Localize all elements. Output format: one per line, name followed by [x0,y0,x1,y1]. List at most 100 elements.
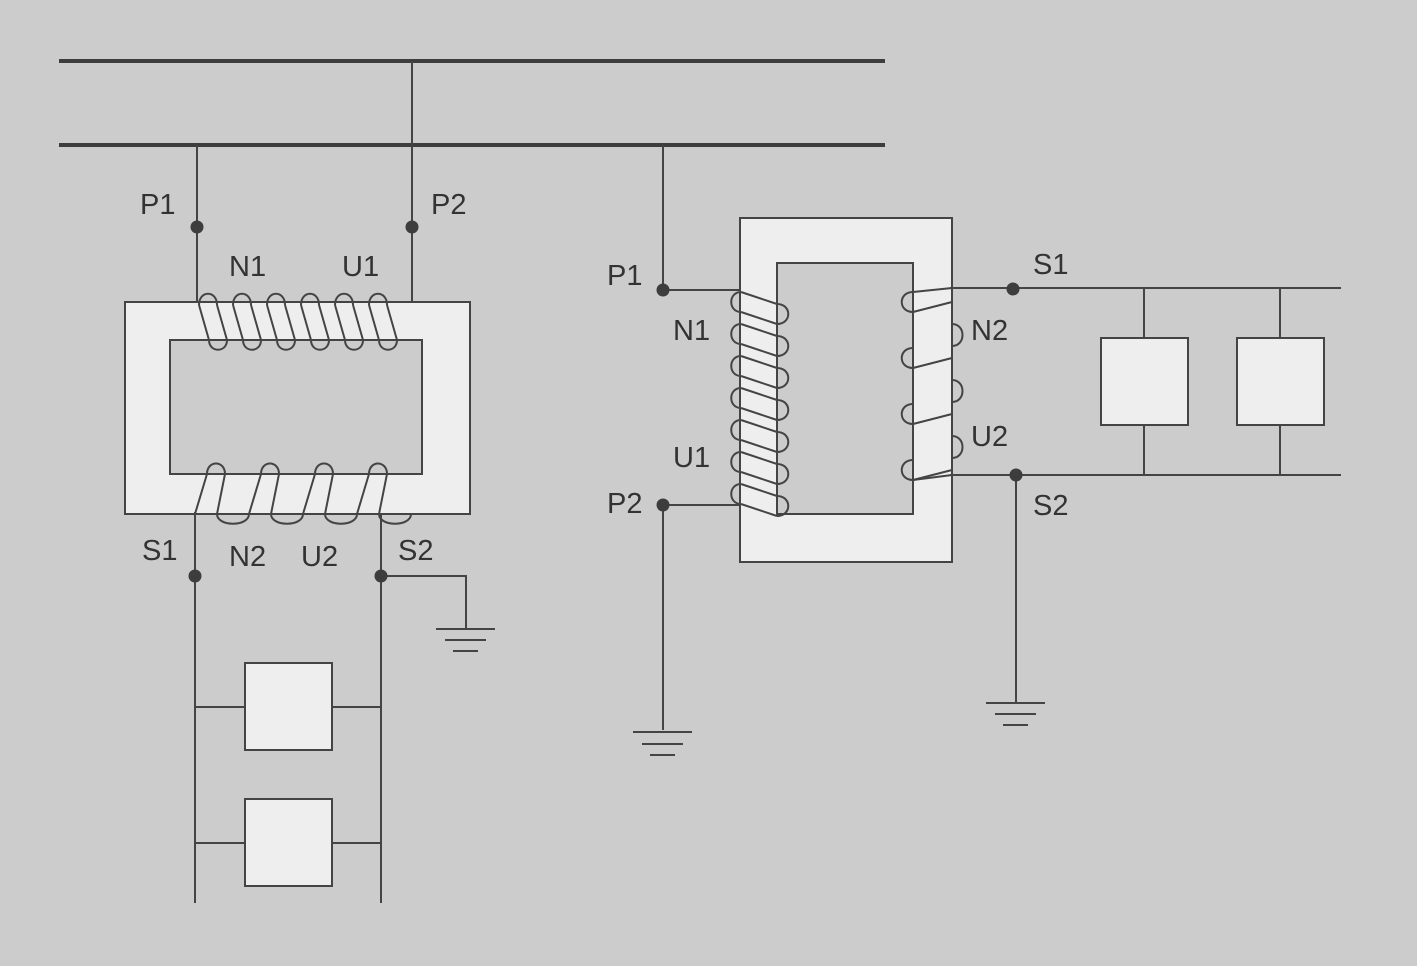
ct-secondary-turn-front [248,473,262,515]
vt-u1-label: U1 [673,442,710,474]
ct-secondary-turn-front [194,473,208,515]
vt-core-window [776,262,914,515]
ct-core-window [169,339,423,475]
ct-p2-label: P2 [431,189,466,221]
vt-primary-turn-front [740,451,778,465]
vt-p1-terminal [656,283,670,297]
vt-primary-turn-front-lower [740,311,778,325]
vt-primary-turn-front-lower [740,407,778,421]
vt-s1-terminal [1006,282,1020,296]
vt-secondary-coil [900,287,964,481]
vt-primary-turn-front-lower [740,375,778,389]
vt-secondary-turn-front [912,357,953,369]
vt-primary-turn-front [740,387,778,401]
vt-primary-turn-front [740,323,778,337]
vt-secondary-turn-inner [900,459,914,481]
vt-secondary-bottom-lead [912,474,953,481]
ct-secondary-turn-back [206,462,226,475]
vt-primary-turn-front-lower [740,503,778,517]
vt-secondary-turn-inner [900,403,914,425]
ct-p1-label: P1 [140,189,175,221]
ct-primary-turn-front [368,304,380,341]
vt-primary-turn-front-lower [740,471,778,485]
vt-s2-terminal [1009,468,1023,482]
vt-primary-turn-inner [776,495,790,517]
ct-primary-turn-back [334,292,354,306]
vt-secondary-top-lead [912,287,953,293]
ct-primary-turn-front [300,304,312,341]
vt-p1-label: P1 [607,260,642,292]
ct-n1-label: N1 [229,251,266,283]
ct-primary-turn [378,304,399,351]
vt-primary-turn-front [740,291,778,305]
vt-secondary-ground-symbol [986,702,1045,726]
ct-secondary-coil [194,462,412,525]
ct-s1-terminal [188,569,202,583]
vt-primary-turn-inner [776,335,790,357]
vt-s1-label: S1 [1033,249,1068,281]
vt-u2-label: U2 [971,421,1008,453]
vt-secondary-turn-outer [951,323,964,347]
vt-secondary-turn-outer [951,379,964,403]
vt-primary-turn-front-lower [740,439,778,453]
ct-ground-wire [381,575,467,628]
ct-s1-label: S1 [142,535,177,567]
ct-primary-turn [208,304,229,351]
vt-primary-turn-back [730,355,742,377]
vt-primary-turn-inner [776,367,790,389]
ct-primary-turn [242,304,263,351]
vt-primary-turn-back [730,291,742,313]
ct-secondary-turn [215,473,250,525]
vt-secondary-turn-inner [900,347,914,369]
ct-primary-turn [276,304,297,351]
ct-p1-terminal [190,220,204,234]
ct-s2-label: S2 [398,535,433,567]
vt-primary-turn-back [730,451,742,473]
vt-p2-label: P2 [607,488,642,520]
ct-primary-turn [310,304,331,351]
vt-primary-turn-back [730,323,742,345]
voltage-transformer: P1 N1 U1 P2 S1 N2 U2 S2 [607,145,1341,756]
ct-primary-turn-front [334,304,346,341]
ct-load-1 [244,662,333,751]
current-transformer: P1 P2 N1 U1 S1 N2 U2 S2 [124,61,495,903]
ct-primary-turn-front [266,304,278,341]
vt-secondary-turn-inner [900,291,914,313]
vt-n1-label: N1 [673,315,710,347]
vt-primary-turn-back [730,419,742,441]
ct-load-2 [244,798,333,887]
vt-load-1 [1100,337,1189,426]
ct-secondary-turn-front [302,473,316,515]
ct-primary-turn-back [266,292,286,306]
vt-secondary-turn-front [912,301,953,313]
ct-primary-turn-back [198,292,218,306]
vt-primary-coil [730,291,790,517]
vt-primary-ground-symbol [633,731,692,756]
ct-primary-turn-back [368,292,388,306]
vt-primary-turn-inner [776,463,790,485]
vt-s2-label: S2 [1033,490,1068,522]
ct-s2-terminal [374,569,388,583]
ct-primary-turn-back [232,292,252,306]
ct-secondary-turn [377,473,412,525]
ct-u1-label: U1 [342,251,379,283]
vt-primary-turn-front [740,419,778,433]
vt-primary-turn-back [730,387,742,409]
ct-u2-label: U2 [301,541,338,573]
vt-primary-turn-front-lower [740,343,778,357]
vt-primary-turn-inner [776,431,790,453]
ct-n2-label: N2 [229,541,266,573]
ct-secondary-turn [269,473,304,525]
ct-secondary-turn [323,473,358,525]
vt-primary-turn-inner [776,303,790,325]
vt-p2-terminal [656,498,670,512]
ct-ground-symbol [436,628,495,652]
vt-secondary-turn-outer [951,435,964,459]
ct-primary-turn [344,304,365,351]
ct-primary-turn-front [198,304,210,341]
vt-primary-turn-inner [776,399,790,421]
vt-primary-turn-back [730,483,742,505]
ct-secondary-turn-back [368,462,388,475]
ct-primary-turn-back [300,292,320,306]
